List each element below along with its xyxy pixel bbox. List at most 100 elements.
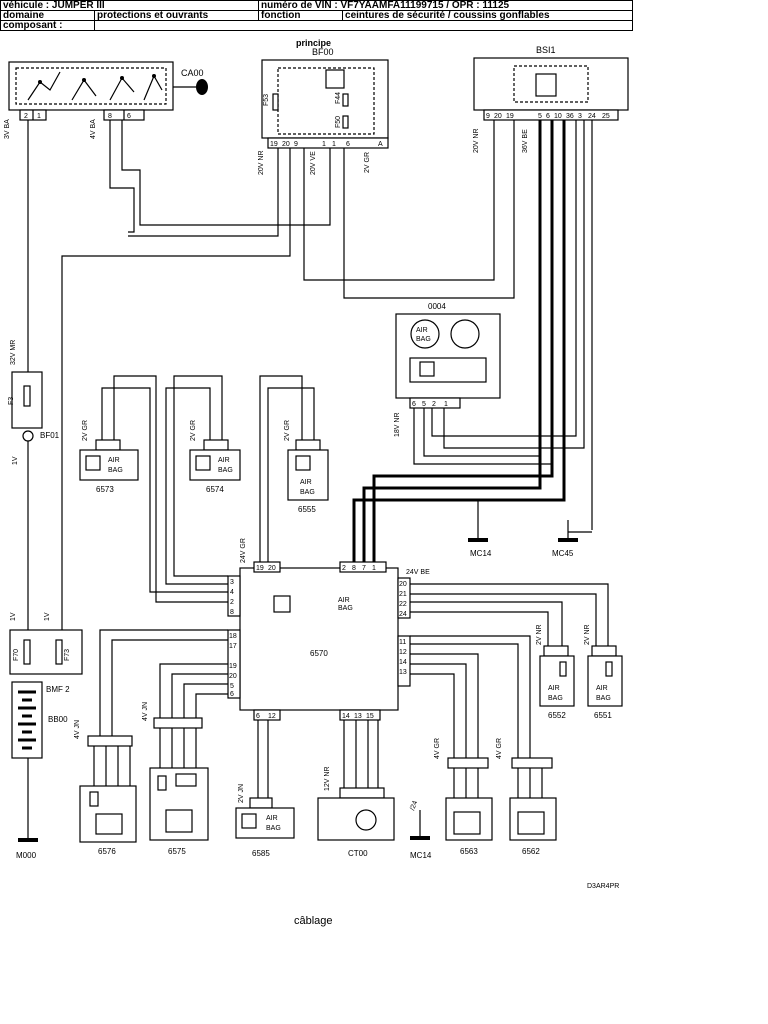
c6551-label: 6551	[594, 711, 612, 720]
f53-label: F53	[263, 94, 270, 106]
svg-text:17: 17	[229, 643, 237, 650]
svg-text:1: 1	[322, 141, 326, 148]
svg-text:1: 1	[372, 565, 376, 572]
svg-text:6: 6	[127, 113, 131, 120]
c6575-wire: 4V JN	[142, 702, 149, 721]
svg-text:2: 2	[342, 565, 346, 572]
svg-text:3: 3	[230, 579, 234, 586]
svg-text:BAG: BAG	[416, 336, 431, 343]
c6585-wire: 2V JN	[238, 784, 245, 803]
svg-text:BAG: BAG	[338, 605, 353, 612]
svg-text:19: 19	[270, 141, 278, 148]
c6562-wire: 4V GR	[496, 738, 503, 759]
bf00-title: principe	[296, 38, 331, 48]
c6570-label: 6570	[310, 649, 328, 658]
c6551-wire: 2V NR	[584, 624, 591, 645]
f3-label: F3	[8, 397, 15, 405]
c0004-wire: 18V NR	[394, 412, 401, 437]
c6555-label: 6555	[298, 505, 316, 514]
svg-text:2: 2	[432, 401, 436, 408]
bf01-wire-top: 32V MR	[10, 340, 17, 365]
c6562-belt: 6562 4V GR	[410, 635, 557, 856]
svg-text:14: 14	[399, 659, 407, 666]
svg-text:13: 13	[354, 713, 362, 720]
svg-text:8: 8	[108, 113, 112, 120]
svg-text:AIR: AIR	[108, 457, 120, 464]
bmf-wire-1v-b: 1V	[44, 612, 51, 621]
svg-text:A: A	[378, 141, 383, 148]
svg-text:12: 12	[268, 713, 276, 720]
bmf-wire-1v: 1V	[10, 612, 17, 621]
svg-text:19: 19	[229, 663, 237, 670]
ca00-wire-left: 3V BA	[4, 119, 11, 139]
c6563-belt: 6563 4V GR	[410, 653, 493, 856]
svg-text:20: 20	[268, 565, 276, 572]
bb00-battery: BB00	[11, 681, 68, 759]
bf00-label: BF00	[312, 47, 334, 57]
svg-text:12: 12	[399, 649, 407, 656]
svg-text:11: 11	[399, 639, 406, 646]
svg-text:25: 25	[602, 113, 610, 120]
c6575-label: 6575	[168, 847, 186, 856]
svg-text:3: 3	[578, 113, 582, 120]
svg-text:BAG: BAG	[218, 467, 233, 474]
svg-text:8: 8	[352, 565, 356, 572]
svg-text:AIR: AIR	[218, 457, 230, 464]
c6563-label: 6563	[460, 847, 478, 856]
svg-text:20: 20	[399, 581, 407, 588]
f44-label: F44	[335, 92, 342, 104]
bsi1-wire-a: 20V NR	[473, 128, 480, 153]
svg-text:BAG: BAG	[300, 489, 315, 496]
m000-ground: M000	[16, 758, 38, 860]
ca00-label: CA00	[181, 68, 204, 78]
svg-text:BAG: BAG	[108, 467, 123, 474]
bb00-label: BB00	[48, 715, 68, 724]
diagram-reference: D3AR4PR	[587, 883, 620, 890]
c6576-label: 6576	[98, 847, 116, 856]
c6576-wire: 4V JN	[74, 720, 81, 739]
svg-text:10: 10	[554, 113, 562, 120]
bf00-wire-b: 20V VE	[310, 151, 317, 175]
svg-text:6: 6	[346, 141, 350, 148]
bf00-wire-c: 2V GR	[364, 152, 371, 173]
c6574-label: 6574	[206, 485, 224, 494]
svg-text:14: 14	[342, 713, 350, 720]
svg-text:20: 20	[229, 673, 237, 680]
thick-wires: MC14 MC45	[352, 120, 593, 568]
svg-text:9: 9	[294, 141, 298, 148]
ct00-wire: 12V NR	[324, 766, 331, 791]
mc14-bottom-ground: MC14 /24	[409, 800, 432, 860]
svg-text:AIR: AIR	[416, 327, 428, 334]
caption: câblage	[294, 915, 333, 927]
c6552-label: 6552	[548, 711, 566, 720]
mc14-top-label: MC14	[470, 549, 492, 558]
f73-label: F73	[64, 649, 71, 661]
header-table: véhicule : JUMPER III numéro de VIN : VF…	[0, 0, 634, 31]
c6552-wire: 2V NR	[536, 624, 543, 645]
svg-text:BAG: BAG	[596, 695, 611, 702]
c0004-label: 0004	[428, 302, 446, 311]
component-value	[93, 20, 634, 31]
svg-text:9: 9	[486, 113, 490, 120]
svg-text:4: 4	[230, 589, 234, 596]
svg-text:8: 8	[230, 609, 234, 616]
svg-text:AIR: AIR	[548, 685, 560, 692]
f50-label: F50	[335, 116, 342, 128]
bmf2-box: F70 F73 BMF 2 1V 1V	[9, 612, 83, 694]
svg-text:AIR: AIR	[266, 815, 278, 822]
svg-text:1: 1	[444, 401, 448, 408]
svg-text:21: 21	[399, 591, 407, 598]
svg-text:5: 5	[422, 401, 426, 408]
c6575-belt: 6575 4V JN	[142, 663, 228, 856]
svg-text:22: 22	[399, 601, 407, 608]
c6573-wire: 2V GR	[82, 420, 89, 441]
svg-text:BAG: BAG	[548, 695, 563, 702]
svg-text:13: 13	[399, 669, 407, 676]
ct00-label: CT00	[348, 849, 368, 858]
c6576-belt: 6576 4V JN	[74, 629, 228, 856]
svg-text:15: 15	[366, 713, 374, 720]
